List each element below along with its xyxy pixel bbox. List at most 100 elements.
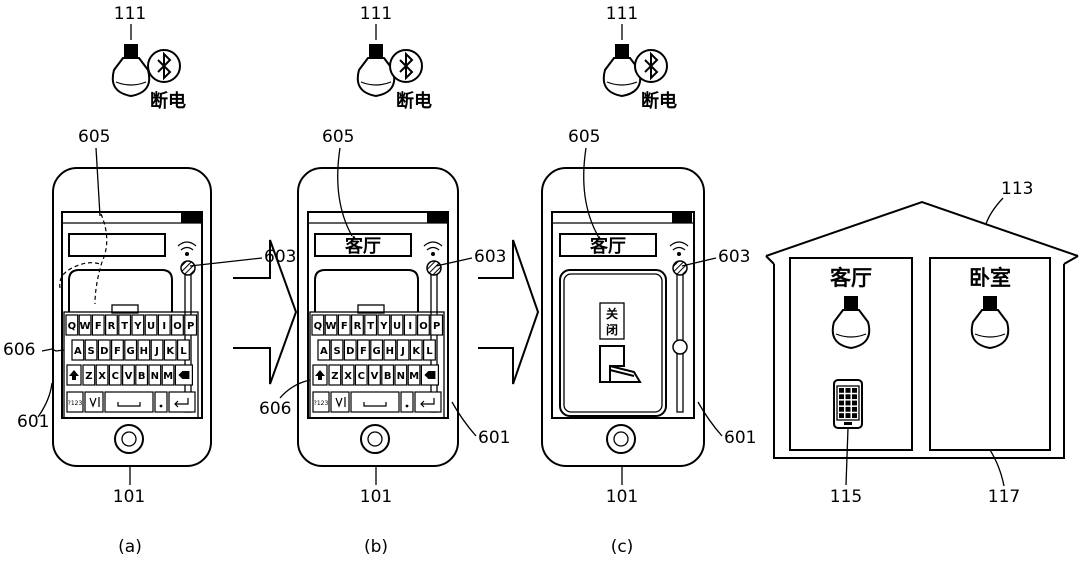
key-label: P	[187, 321, 194, 332]
key-label: R	[108, 321, 116, 332]
bluetooth-icon	[389, 49, 423, 83]
key[interactable]	[144, 314, 158, 336]
home-button-c[interactable]	[606, 424, 636, 454]
ref-title-field-c: 605	[568, 127, 600, 147]
key[interactable]	[409, 339, 423, 361]
key[interactable]	[157, 314, 171, 336]
key[interactable]	[328, 364, 342, 386]
key[interactable]	[337, 314, 351, 336]
key[interactable]	[104, 314, 118, 336]
key[interactable]	[124, 339, 138, 361]
key-label: U	[393, 321, 401, 332]
key[interactable]	[354, 364, 368, 386]
key[interactable]	[137, 339, 151, 361]
key[interactable]	[97, 339, 111, 361]
home-button-b[interactable]	[360, 424, 390, 454]
light-switch-panel[interactable]	[559, 269, 667, 417]
period-key[interactable]	[400, 391, 414, 413]
key[interactable]	[121, 364, 135, 386]
key[interactable]	[78, 314, 92, 336]
key[interactable]	[407, 364, 421, 386]
ref-device-a: 101	[113, 487, 145, 507]
key-label: X	[98, 371, 106, 382]
key[interactable]	[150, 339, 164, 361]
key-label: Q	[314, 321, 323, 332]
key[interactable]	[394, 364, 408, 386]
key[interactable]	[368, 364, 381, 386]
key[interactable]	[184, 314, 198, 336]
caption-b: (b)	[364, 537, 388, 557]
key-label: H	[140, 346, 148, 357]
mic-icon	[335, 397, 346, 408]
key[interactable]	[84, 339, 98, 361]
key[interactable]	[95, 364, 109, 386]
switch-label-2: 闭	[606, 322, 618, 337]
title-field-b[interactable]	[314, 233, 412, 257]
title-field-a	[68, 233, 166, 257]
ref-device-b: 101	[360, 487, 392, 507]
ref-border-c: 601	[724, 428, 756, 448]
key-label: C	[112, 371, 119, 382]
key[interactable]	[351, 314, 364, 336]
key[interactable]	[177, 339, 190, 361]
phone-body-a	[52, 167, 212, 467]
key[interactable]	[324, 314, 338, 336]
key[interactable]	[135, 364, 149, 386]
period-key[interactable]	[154, 391, 168, 413]
key[interactable]	[91, 314, 105, 336]
key[interactable]	[364, 314, 378, 336]
ref-device-c: 101	[606, 487, 638, 507]
title-field-c[interactable]	[559, 233, 657, 257]
symbols-key[interactable]	[66, 391, 84, 413]
space-icon	[363, 402, 387, 407]
room-bedroom-label: 卧室	[969, 266, 1011, 290]
key[interactable]	[370, 339, 384, 361]
key[interactable]	[381, 364, 395, 386]
key-label: I	[408, 321, 412, 332]
key[interactable]	[377, 314, 391, 336]
slider-knob-top-c[interactable]	[672, 260, 688, 276]
key[interactable]	[82, 364, 96, 386]
key[interactable]	[311, 314, 325, 336]
key[interactable]	[65, 314, 79, 336]
enter-key[interactable]	[168, 391, 196, 413]
slider-knob-a[interactable]	[180, 260, 196, 276]
bulb-state-a: 断电	[150, 90, 186, 112]
key[interactable]	[343, 339, 357, 361]
key[interactable]	[163, 339, 177, 361]
key[interactable]	[417, 314, 430, 336]
key[interactable]	[110, 339, 124, 361]
key[interactable]	[171, 314, 184, 336]
key[interactable]	[317, 339, 331, 361]
key[interactable]	[341, 364, 355, 386]
home-button-a[interactable]	[114, 424, 144, 454]
key-label: O	[419, 321, 428, 332]
key[interactable]	[423, 339, 436, 361]
key[interactable]	[383, 339, 397, 361]
enter-key[interactable]	[414, 391, 442, 413]
symbols-key[interactable]	[312, 391, 330, 413]
slider-knob-c[interactable]	[672, 339, 688, 355]
space-key[interactable]	[350, 391, 400, 413]
key[interactable]	[430, 314, 444, 336]
slider-knob-b[interactable]	[426, 260, 442, 276]
key[interactable]	[161, 364, 175, 386]
switch-toggle[interactable]	[599, 345, 642, 383]
key[interactable]	[396, 339, 410, 361]
key[interactable]	[357, 339, 370, 361]
key[interactable]	[71, 339, 85, 361]
key-label: Z	[331, 371, 338, 382]
key-label: M	[163, 371, 173, 382]
key[interactable]	[118, 314, 132, 336]
space-key[interactable]	[104, 391, 154, 413]
key[interactable]	[330, 339, 344, 361]
phone-body-b	[297, 167, 459, 467]
screen-c	[551, 211, 695, 419]
key[interactable]	[108, 364, 122, 386]
key[interactable]	[390, 314, 404, 336]
key[interactable]	[148, 364, 162, 386]
key[interactable]	[131, 314, 145, 336]
key[interactable]	[403, 314, 417, 336]
key-label: L	[180, 346, 187, 357]
ref-slider-c: 603	[718, 247, 750, 267]
